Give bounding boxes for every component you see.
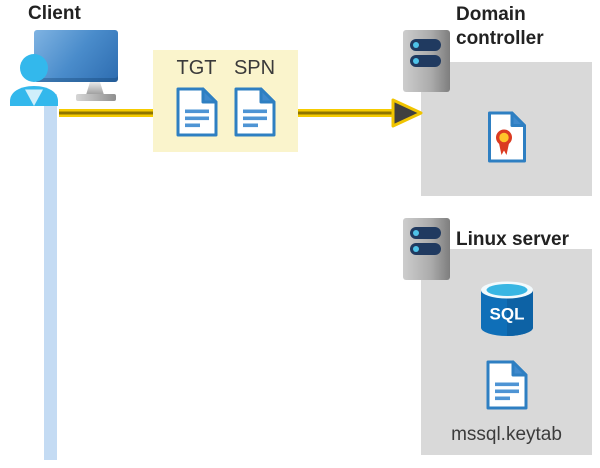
- linux-server-heading: Linux server: [456, 229, 569, 250]
- domain-controller-server-icon: [403, 30, 450, 92]
- server-led-icon: [413, 246, 419, 252]
- client-connection-line: [44, 94, 57, 460]
- sql-label: SQL: [489, 305, 524, 324]
- keytab-document-icon: [485, 360, 529, 410]
- auth-arrowhead-icon: [391, 98, 423, 128]
- server-slot-icon: [410, 243, 441, 255]
- linux-server-icon: [403, 218, 450, 280]
- ticket-box: TGT SPN: [153, 50, 298, 152]
- sql-database-icon: SQL: [480, 281, 533, 336]
- spn-label: SPN: [233, 57, 276, 79]
- linux-server-panel: SQL mssql.keytab: [421, 249, 592, 455]
- certificate-icon: [487, 111, 527, 163]
- keytab-label: mssql.keytab: [451, 424, 562, 445]
- server-slot-icon: [410, 227, 441, 239]
- server-led-icon: [413, 58, 419, 64]
- client-monitor-base-icon: [76, 94, 116, 101]
- server-slot-icon: [410, 55, 441, 67]
- tgt-document-icon: [175, 87, 219, 137]
- server-led-icon: [413, 42, 419, 48]
- domain-controller-heading: Domain controller: [456, 4, 544, 49]
- spn-document-icon: [233, 87, 277, 137]
- client-heading: Client: [28, 3, 81, 24]
- server-led-icon: [413, 230, 419, 236]
- client-monitor-stand-icon: [86, 82, 104, 95]
- tgt-label: TGT: [176, 57, 217, 79]
- server-slot-icon: [410, 39, 441, 51]
- client-person-icon: [10, 54, 58, 106]
- ticket-spn: SPN: [233, 55, 277, 152]
- ticket-tgt: TGT: [175, 55, 219, 152]
- client-monitor-icon: [34, 30, 118, 82]
